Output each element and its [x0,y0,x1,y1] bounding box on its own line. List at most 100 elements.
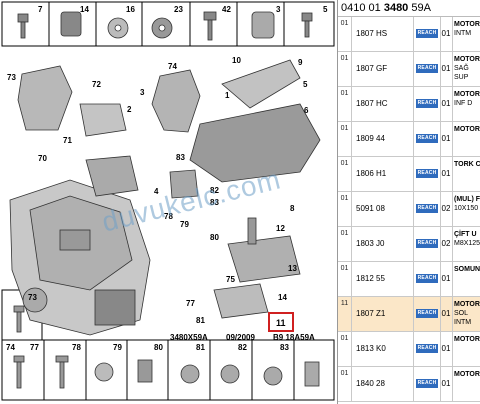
top-thumbnail-strip [1,1,335,47]
callout-6: 6 [304,106,309,115]
reach-badge: REACH [416,379,438,388]
part-number[interactable]: 1812 55 [352,262,414,296]
row-index: 11 [338,297,352,331]
svg-text:82: 82 [238,343,247,352]
svg-text:83: 83 [280,343,289,352]
callout-78: 78 [164,212,173,221]
row-index: 01 [338,192,352,226]
part-number[interactable]: 1840 28 [352,367,414,401]
description-line-2: SOL [454,310,469,317]
callout-83b: 83 [210,198,219,207]
description: MOTOR [452,367,480,401]
callout-80: 80 [210,233,219,242]
svg-text:5: 5 [323,5,328,14]
figure-code-2: B9 18A59A [273,333,315,342]
svg-text:23: 23 [174,5,183,14]
callout-11[interactable]: 11 [276,318,286,328]
svg-text:42: 42 [222,5,231,14]
part-number[interactable]: 1809 44 [352,122,414,156]
svg-text:81: 81 [196,343,205,352]
description-line-1: TORK C [454,161,480,168]
bottom-thumbnail-glyphs [13,355,320,389]
part-number[interactable]: 1807 Z1 [352,297,414,331]
part-number[interactable]: 1807 HS [352,17,414,51]
part-number[interactable]: 1806 H1 [352,157,414,191]
ref-prefix: 0410 01 [341,2,384,14]
reach-badge-cell: REACH [414,332,441,366]
ref-suffix: 59A [408,2,431,14]
description-line-2: 10X150 [454,205,479,212]
description: MOTOR [452,122,480,156]
reach-badge-cell: REACH [414,262,441,296]
part-number[interactable]: 1803 J0 [352,227,414,261]
part-number[interactable]: 5091 08 [352,192,414,226]
reach-badge: REACH [416,99,438,108]
callout-12: 12 [276,224,285,233]
engine-block-drawing [9,179,151,336]
part-number[interactable]: 1807 HC [352,87,414,121]
highlight-box-11[interactable] [268,312,294,332]
quantity: 01 [440,52,453,86]
callout-81: 81 [196,316,205,325]
callout-74: 74 [168,62,177,71]
description-line-1: (MUL) F [454,196,480,203]
callout-labels: 73 72 71 70 74 2 10 9 5 6 3 1 83 4 82 83… [7,56,309,325]
description-line-1: MOTOR [454,56,480,63]
row-index: 01 [338,332,352,366]
description: (MUL) F 10X150 [452,192,480,226]
reach-badge-cell: REACH [414,297,441,331]
description-line-2: INTM [454,30,472,37]
callout-71: 71 [63,136,72,145]
reach-badge-cell: REACH [414,122,441,156]
description-line-1: ÇİFT U [454,231,477,238]
reference-header: 0410 01 3480 59A [338,0,480,17]
reach-badge-cell: REACH [414,192,441,226]
reach-badge-cell: REACH [414,17,441,51]
description: SOMUN [452,262,480,296]
reach-badge-cell: REACH [414,52,441,86]
quantity: 01 [440,157,453,191]
description-line-1: MOTOR [454,301,480,308]
part-number[interactable]: 1807 GF [352,52,414,86]
reach-badge: REACH [416,29,438,38]
quantity: 02 [440,192,453,226]
row-index: 01 [338,262,352,296]
reach-badge: REACH [416,309,438,318]
thumbnail-labels: 7 14 16 23 42 3 5 73 74 77 78 79 80 81 8… [6,5,328,352]
description-line-1: MOTOR [454,126,480,133]
description-line-1: MOTOR [454,91,480,98]
callout-9: 9 [298,58,303,67]
description: MOTOR [452,332,480,366]
exploded-parts-diagram[interactable]: 73 72 71 70 74 2 10 9 5 6 3 1 83 4 82 83… [0,0,337,404]
callout-8: 8 [290,204,295,213]
callout-1: 1 [225,91,230,100]
callout-5: 5 [303,80,308,89]
svg-text:14: 14 [80,5,89,14]
reach-badge-cell: REACH [414,157,441,191]
description-line-3: INTM [454,319,472,326]
callout-14: 14 [278,293,287,302]
svg-text:78: 78 [72,343,81,352]
callout-82: 82 [210,186,219,195]
part-number[interactable]: 1813 K0 [352,332,414,366]
svg-text:7: 7 [38,5,43,14]
row-index: 01 [338,122,352,156]
quantity: 01 [440,297,453,331]
row-index: 01 [338,157,352,191]
callout-4: 4 [154,187,159,196]
row-index: 01 [338,52,352,86]
